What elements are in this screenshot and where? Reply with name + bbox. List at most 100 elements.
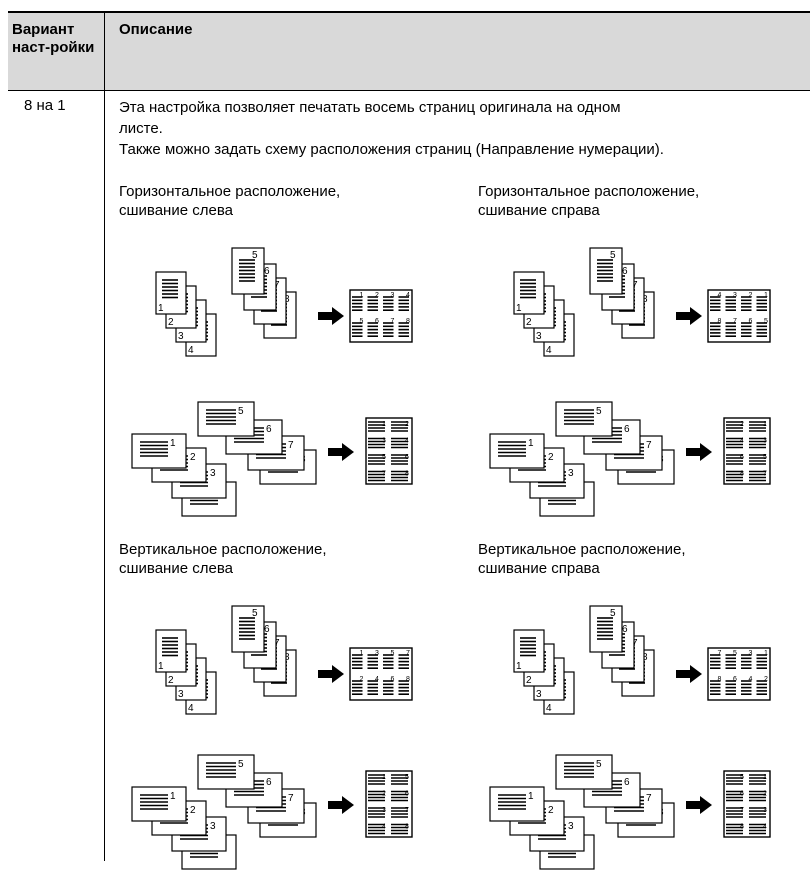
page-number: 2	[764, 676, 768, 683]
page-number: 7	[391, 318, 395, 325]
page-number: 3	[178, 331, 184, 342]
diagram-horizontal-right-landscape: 4321876521436587	[478, 392, 778, 542]
caption-vertical-right: Вертикальное расположение, сшивание спра…	[478, 541, 686, 577]
page-number: 1	[170, 438, 176, 449]
page-number: 4	[740, 438, 744, 445]
page-number: 8	[284, 652, 290, 663]
page-number: 2	[375, 292, 379, 299]
page-number: 7	[288, 440, 294, 451]
page-number: 7	[632, 280, 638, 291]
page-number: 3	[749, 650, 753, 657]
page-number: 6	[622, 266, 628, 277]
page-number: 7	[274, 280, 280, 291]
page-number: 1	[382, 421, 386, 428]
page-number: 2	[526, 317, 532, 328]
desc-line-2: листе.	[119, 120, 163, 137]
page-number: 7	[405, 807, 409, 814]
page-number: 1	[528, 438, 534, 449]
original-page	[513, 629, 545, 673]
page-number: 2	[548, 452, 554, 463]
page-number: 5	[610, 250, 616, 261]
original-page	[131, 433, 187, 469]
page-number: 3	[568, 821, 574, 832]
page-number: 3	[733, 292, 737, 299]
result-sheet	[723, 770, 771, 838]
page-number: 8	[284, 294, 290, 305]
page-number: 2	[168, 317, 174, 328]
page-number: 2	[740, 421, 744, 428]
page-number: 2	[190, 452, 196, 463]
page-number: 2	[763, 791, 767, 798]
page-number: 6	[266, 424, 272, 435]
original-page	[489, 433, 545, 469]
page-number: 7	[406, 650, 410, 657]
page-number: 1	[382, 774, 386, 781]
page-number: 8	[406, 318, 410, 325]
page-number: 6	[264, 266, 270, 277]
page-number: 5	[596, 406, 602, 417]
page-number: 5	[360, 318, 364, 325]
page-number: 6	[405, 791, 409, 798]
caption-horizontal-right: Горизонтальное расположение, сшивание сп…	[478, 183, 700, 219]
page-number: 3	[382, 807, 386, 814]
page-number: 3	[536, 689, 542, 700]
original-page	[197, 401, 255, 437]
page-number: 4	[375, 676, 379, 683]
header-divider	[8, 90, 810, 91]
desc-line-1: Эта настройка позволяет печатать восемь …	[119, 99, 621, 116]
arrow-icon	[686, 796, 712, 814]
header-variant: Вариант наст-ройки	[12, 21, 95, 56]
page-number: 1	[158, 661, 164, 672]
page-number: 4	[188, 345, 194, 356]
page-number: 5	[610, 608, 616, 619]
page-number: 4	[749, 676, 753, 683]
page-number: 5	[391, 650, 395, 657]
original-page	[155, 271, 187, 315]
page-number: 1	[158, 303, 164, 314]
page-number: 6	[622, 624, 628, 635]
arrow-icon	[686, 443, 712, 461]
page-number: 6	[264, 624, 270, 635]
page-number: 7	[718, 650, 722, 657]
page-number: 3	[375, 650, 379, 657]
page-number: 5	[740, 774, 744, 781]
page-number: 1	[360, 292, 364, 299]
page-number: 3	[382, 438, 386, 445]
page-number: 4	[188, 703, 194, 714]
page-number: 5	[252, 608, 258, 619]
page-number: 6	[266, 777, 272, 788]
original-page	[131, 786, 187, 822]
original-page	[555, 401, 613, 437]
page-number: 7	[646, 793, 652, 804]
row-description: Эта настройка позволяет печатать восемь …	[119, 97, 664, 160]
page-number: 5	[238, 406, 244, 417]
page-number: 7	[382, 471, 386, 478]
page-number: 6	[405, 454, 409, 461]
page-number: 5	[405, 774, 409, 781]
original-page	[197, 754, 255, 790]
page-number: 4	[382, 824, 386, 831]
result-sheet	[365, 770, 413, 838]
original-page	[155, 629, 187, 673]
desc-line-3: Также можно задать схему расположения ст…	[119, 141, 664, 158]
page-number: 3	[210, 468, 216, 479]
page-number: 2	[382, 791, 386, 798]
page-number: 5	[238, 759, 244, 770]
page-number: 3	[568, 468, 574, 479]
page-layout-diagram: 4321876521436587	[489, 401, 771, 517]
page-number: 6	[375, 318, 379, 325]
page-number: 1	[763, 774, 767, 781]
arrow-icon	[318, 307, 344, 325]
page-number: 6	[740, 791, 744, 798]
row-variant: 8 на 1	[24, 97, 66, 114]
page-number: 4	[718, 292, 722, 299]
table-header	[8, 13, 810, 90]
page-number: 6	[624, 424, 630, 435]
page-number: 8	[405, 824, 409, 831]
page-layout-diagram: 4321876551627384	[489, 754, 771, 870]
